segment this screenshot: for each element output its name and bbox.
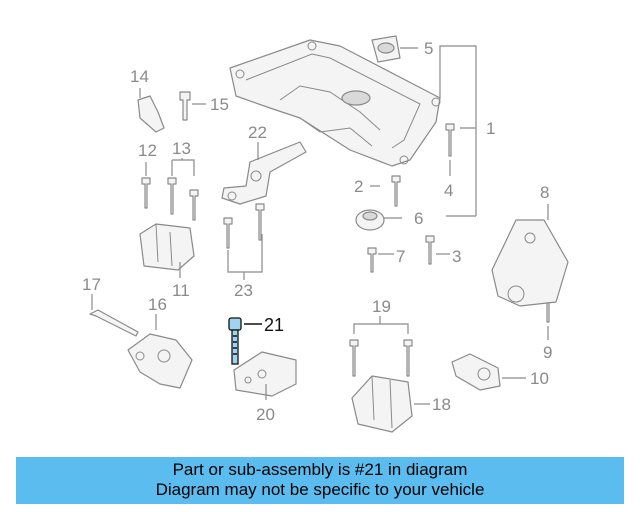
callout-1: 1 xyxy=(486,119,495,138)
engine-mount-part xyxy=(139,223,195,271)
bolts xyxy=(89,91,553,377)
callout-18: 18 xyxy=(432,395,451,414)
bracket-part xyxy=(137,95,165,133)
callout-11: 11 xyxy=(172,281,190,300)
callout-22: 22 xyxy=(248,123,267,142)
banner-line-1: Part or sub-assembly is #21 in diagram xyxy=(172,460,468,479)
callout-12: 12 xyxy=(138,141,157,160)
callout-6: 6 xyxy=(414,209,423,228)
side-bracket-part xyxy=(491,219,569,307)
callout-7: 7 xyxy=(396,247,405,266)
highlighted-bolt-21 xyxy=(228,317,242,365)
mount-bushing-top xyxy=(371,35,401,63)
subframe-part xyxy=(229,39,441,167)
callout-13: 13 xyxy=(172,139,191,158)
bracket-lower-part xyxy=(233,351,297,397)
callout-23: 23 xyxy=(234,281,253,300)
callout-20: 20 xyxy=(256,405,275,424)
callout-21: 21 xyxy=(264,315,284,335)
callout-5: 5 xyxy=(424,39,433,58)
callout-17: 17 xyxy=(82,275,101,294)
callout-10: 10 xyxy=(530,369,549,388)
leader-lines xyxy=(91,45,549,405)
callout-4: 4 xyxy=(444,181,453,200)
mount-bushing-lower xyxy=(355,209,385,231)
trans-mount-part xyxy=(127,333,193,389)
callout-9: 9 xyxy=(543,343,552,362)
torque-arm-part xyxy=(221,141,307,205)
callout-8: 8 xyxy=(540,183,549,202)
callout-16: 16 xyxy=(148,295,167,314)
banner-line-2: Diagram may not be specific to your vehi… xyxy=(155,480,485,499)
callout-numbers: 1 2 3 4 5 6 7 8 9 10 11 12 13 14 15 16 1… xyxy=(82,39,552,424)
callout-3: 3 xyxy=(452,247,461,266)
mount-block-part xyxy=(351,375,413,433)
callout-15: 15 xyxy=(210,95,229,114)
info-banner: Part or sub-assembly is #21 in diagram D… xyxy=(16,457,624,504)
callout-19: 19 xyxy=(372,297,391,316)
callout-2: 2 xyxy=(354,177,363,196)
callout-14: 14 xyxy=(130,67,149,86)
clamp-part xyxy=(451,353,501,391)
